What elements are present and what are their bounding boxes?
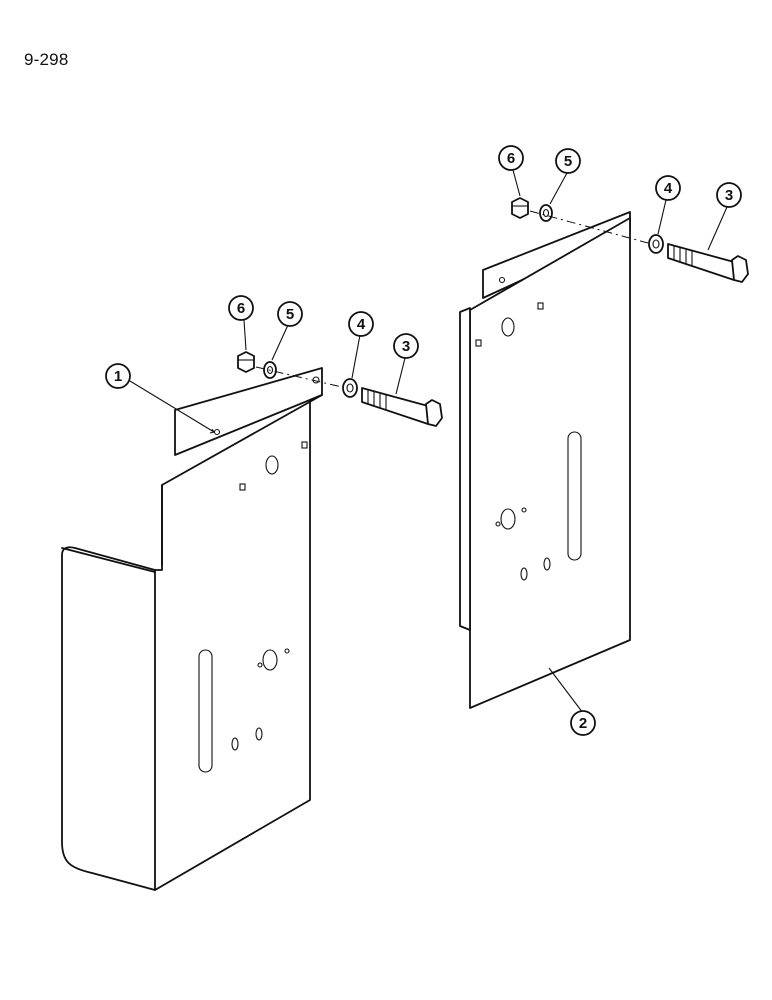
leader-lines [129,169,728,714]
svg-text:6: 6 [507,150,515,167]
callout-6-right: 6 [498,145,524,171]
svg-text:3: 3 [725,187,733,204]
callout-6-left: 6 [228,295,254,321]
callout-2: 2 [570,710,596,736]
svg-text:4: 4 [357,316,366,333]
right-flat-washer [648,234,664,254]
svg-text:6: 6 [237,300,245,317]
svg-text:5: 5 [286,306,294,323]
left-shield-panel [61,367,323,891]
callout-1: 1 [105,363,131,389]
callout-3-right: 3 [716,182,742,208]
left-flat-washer [342,378,358,398]
figure-id: 9-298 [24,50,69,69]
callout-5-right: 5 [555,148,581,174]
callout-3-left: 3 [393,333,419,359]
left-hex-nut [237,351,255,373]
svg-text:2: 2 [579,715,587,732]
svg-text:1: 1 [114,368,122,385]
right-hex-nut [511,197,529,219]
svg-text:5: 5 [564,153,572,170]
left-hex-bolt [361,387,443,427]
svg-text:3: 3 [402,338,410,355]
callout-4-right: 4 [655,175,681,201]
right-lock-washer [539,204,553,222]
callout-5-left: 5 [277,301,303,327]
right-shield-panel [459,211,631,709]
right-hex-bolt [667,243,749,283]
svg-text:4: 4 [664,180,673,197]
callout-4-left: 4 [348,311,374,337]
